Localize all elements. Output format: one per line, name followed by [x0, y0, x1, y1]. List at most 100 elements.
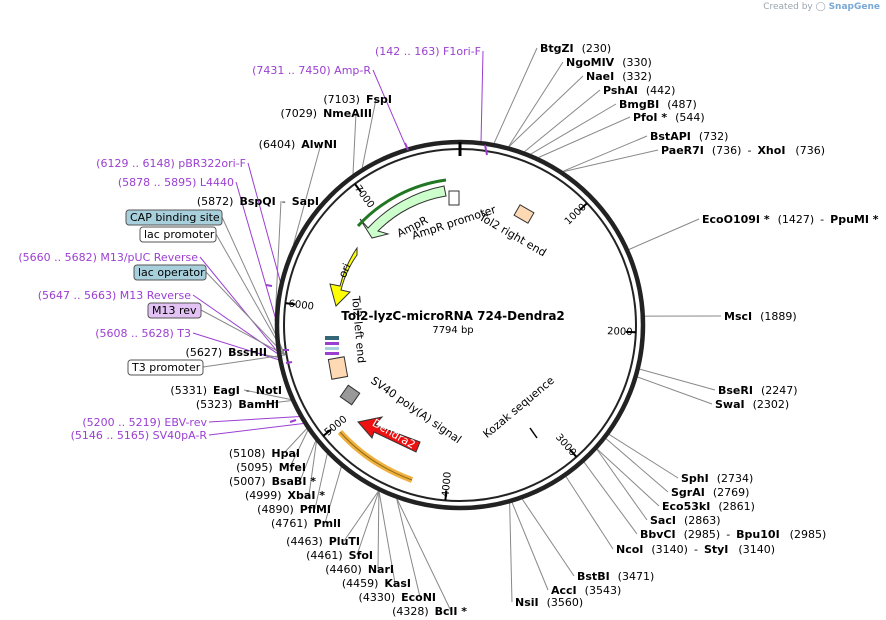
enzyme-label[interactable]: (5108)HpaI: [229, 447, 300, 460]
primer-label[interactable]: (7431 .. 7450) Amp-R: [252, 64, 371, 77]
enzyme-label[interactable]: (4761)PmlI: [271, 517, 341, 530]
enzyme-label[interactable]: BstAPI(732): [650, 130, 728, 143]
enzyme-label[interactable]: (5331)EagI-NotI: [170, 384, 282, 397]
leader-line: [530, 103, 617, 155]
enzyme-name: EcoO109I *: [702, 213, 770, 226]
primer-label[interactable]: (5878 .. 5895) L4440: [118, 176, 234, 189]
enzyme-label[interactable]: (4890)PflMI: [257, 503, 331, 516]
enzyme-label[interactable]: (7029)NmeAIII: [281, 107, 373, 120]
feature-dendra2[interactable]: [337, 416, 421, 483]
enzyme-label[interactable]: Eco53kI(2861): [662, 500, 755, 513]
enzyme-label[interactable]: SgrAI(2769): [671, 486, 749, 499]
leader-lines: [192, 47, 722, 612]
enzyme-label[interactable]: (5627)BssHII: [186, 346, 267, 359]
leader-line: [352, 112, 357, 175]
boxed-label-text: CAP binding site: [130, 211, 220, 224]
tick-mark: [285, 302, 296, 306]
feature-ampr[interactable]: [356, 178, 460, 239]
feature-ori[interactable]: [329, 246, 358, 307]
ampr-promoter-box: [448, 190, 460, 206]
feature-sv40-polya[interactable]: [339, 384, 361, 406]
primer-label[interactable]: (5647 .. 5663) M13 Reverse: [38, 289, 191, 302]
boxed-label[interactable]: T3 promoter: [127, 359, 204, 376]
primer-markers: [265, 142, 488, 423]
enzyme-label[interactable]: SwaI(2302): [715, 398, 789, 411]
enzyme-label[interactable]: (5323)BamHI: [196, 398, 279, 411]
enzyme-sep: -: [282, 195, 286, 208]
enzyme-label[interactable]: MscI(1889): [724, 310, 797, 323]
enzyme-label[interactable]: BseRI(2247): [718, 384, 798, 397]
enzyme-pos-2: (736): [795, 144, 825, 157]
enzyme-label[interactable]: (5007)BsaBI *: [229, 475, 316, 488]
enzyme-label[interactable]: (4463)PluTI: [286, 535, 360, 548]
enzyme-name-2: NotI: [256, 384, 282, 397]
tick-label: 6000: [288, 299, 315, 313]
tick-mark: [569, 448, 578, 458]
boxed-label[interactable]: lac operator: [133, 264, 207, 281]
enzyme-label[interactable]: (7103)FspI: [323, 93, 392, 106]
enzyme-label[interactable]: PaeR7I(736)-XhoI(736): [661, 144, 825, 157]
enzyme-label[interactable]: (4999)XbaI *: [245, 489, 325, 502]
enzyme-label[interactable]: BbvCI(2985)-Bpu10I(2985): [640, 528, 826, 541]
boxed-label[interactable]: M13 rev: [147, 302, 202, 319]
primer-leader: [480, 50, 484, 143]
enzyme-label[interactable]: (5872)BspQI-SapI: [197, 195, 319, 208]
enzyme-name-2: PpuMI *: [830, 213, 879, 226]
enzyme-pos: (5627): [186, 346, 223, 359]
enzyme-label[interactable]: PshAI(442): [603, 84, 675, 97]
enzyme-name: PfoI *: [633, 111, 667, 124]
enzyme-label[interactable]: SphI(2734): [681, 472, 753, 485]
enzyme-name-2: SapI: [292, 195, 319, 208]
boxed-label[interactable]: CAP binding site: [125, 209, 223, 226]
feature-tol2-left-end[interactable]: [327, 356, 349, 380]
enzyme-label[interactable]: (5095)MfeI: [236, 461, 306, 474]
enzyme-label[interactable]: NsiI(3560): [515, 596, 583, 609]
enzyme-label[interactable]: EcoO109I *(1427)-PpuMI *(1427): [702, 213, 886, 226]
primer-label[interactable]: (5608 .. 5628) T3: [95, 327, 191, 340]
boxed-label[interactable]: lac promoter: [139, 226, 217, 243]
enzyme-label[interactable]: NgoMIV(330): [566, 56, 652, 69]
enzyme-pos: (4459): [342, 577, 379, 590]
enzyme-name: AccI: [551, 584, 577, 597]
enzyme-label[interactable]: BstBI(3471): [577, 570, 654, 583]
enzyme-label[interactable]: (4459)KasI: [342, 577, 411, 590]
enzyme-pos: (2861): [718, 500, 755, 513]
enzyme-label[interactable]: AccI (3543): [551, 584, 621, 597]
enzyme-label[interactable]: BmgBI(487): [619, 98, 697, 111]
enzyme-pos: (1427): [778, 213, 815, 226]
enzyme-pos: (5007): [229, 475, 266, 488]
feature-lac-cluster: [325, 336, 339, 355]
leader-line: [605, 438, 669, 493]
enzyme-pos: (4463): [286, 535, 323, 548]
enzyme-pos: (5872): [197, 195, 234, 208]
plasmid-length: 7794 bp: [432, 325, 473, 336]
enzyme-labels-left: (7103)FspI(7029)NmeAIII (6404)AlwNI (5872)…: [170, 93, 467, 618]
leader-line: [262, 400, 292, 405]
enzyme-pos: (3543): [585, 584, 622, 597]
primer-label[interactable]: (5660 .. 5682) M13/pUC Reverse: [18, 251, 198, 264]
primer-label[interactable]: (5146 .. 5165) SV40pA-R: [71, 429, 208, 442]
enzyme-pos: (2247): [761, 384, 798, 397]
box-leader: [221, 216, 286, 356]
enzyme-label[interactable]: (4460)NarI: [325, 563, 394, 576]
primer-label[interactable]: (6129 .. 6148) pBR322ori-F: [96, 157, 246, 170]
primer-label[interactable]: (5200 .. 5219) EBV-rev: [82, 416, 207, 429]
enzyme-pos: (4761): [271, 517, 308, 530]
leader-line: [324, 466, 342, 524]
enzyme-label[interactable]: (6404)AlwNI: [259, 138, 337, 151]
enzyme-label[interactable]: (4461)SfoI: [306, 549, 373, 562]
enzyme-label[interactable]: NcoI(3140)-StyI(3140): [616, 543, 775, 556]
enzyme-pos: (4999): [245, 489, 282, 502]
enzyme-label[interactable]: SacI(2863): [650, 514, 721, 527]
enzyme-pos: (230): [582, 42, 612, 55]
leader-line: [308, 441, 317, 496]
feature-tol2-right-end[interactable]: [513, 204, 535, 224]
enzyme-label[interactable]: BtgZI(230): [540, 42, 611, 55]
enzyme-label[interactable]: (4330)EcoNI: [359, 591, 436, 604]
primer-label[interactable]: (142 .. 163) F1ori-F: [375, 45, 481, 58]
credit-brand: SnapGene: [828, 2, 880, 12]
enzyme-label[interactable]: (4328)BclI *: [392, 605, 467, 618]
enzyme-label[interactable]: NaeI(332): [586, 70, 652, 83]
enzyme-label[interactable]: PfoI *(544): [633, 111, 705, 124]
